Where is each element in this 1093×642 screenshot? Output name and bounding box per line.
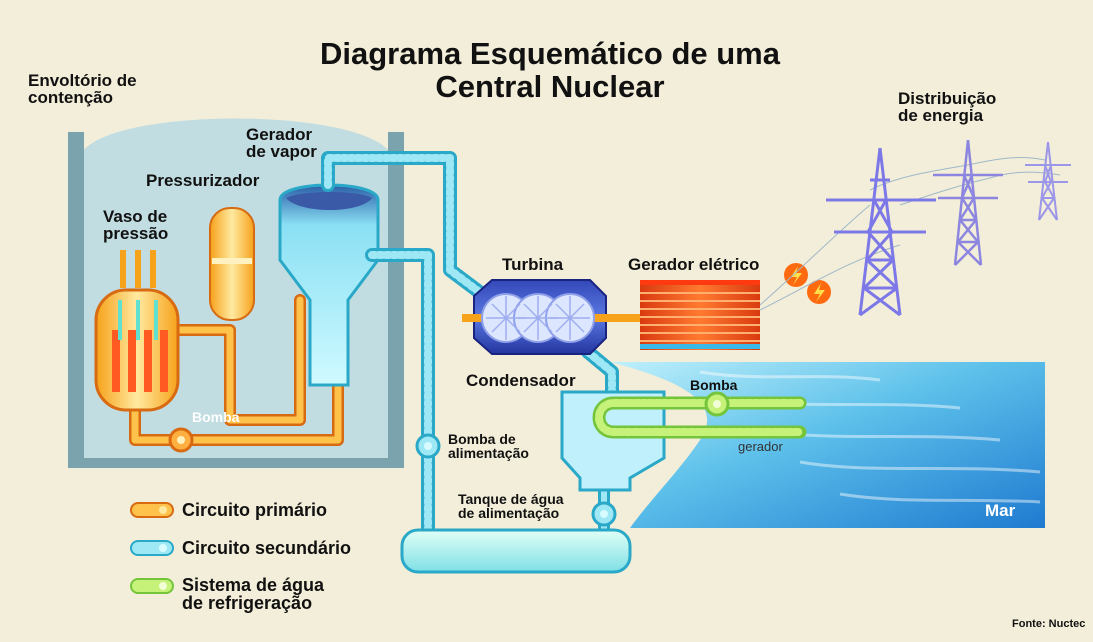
steam-generator-label: Gerador de vapor bbox=[246, 125, 317, 161]
cooling-water-pipes bbox=[592, 396, 807, 439]
title-line-2: Central Nuclear bbox=[435, 68, 665, 104]
transmission-tower bbox=[1025, 141, 1071, 221]
page-title: Diagrama Esquemático de uma Central Nucl… bbox=[250, 36, 850, 104]
feed-water-tank bbox=[400, 528, 632, 574]
electric-generator-label: Gerador elétrico bbox=[628, 255, 760, 274]
legend-item-secondary: Circuito secundário bbox=[130, 535, 351, 561]
turbine-label: Turbina bbox=[502, 255, 564, 274]
legend-label: Circuito secundário bbox=[182, 538, 352, 558]
pressure-vessel bbox=[94, 250, 180, 412]
generator-small-label: gerador bbox=[738, 439, 783, 454]
pressure-vessel-label: Vaso de pressão bbox=[103, 207, 169, 243]
primary-pump-label: Bomba bbox=[192, 409, 240, 425]
tank-pump bbox=[591, 501, 617, 527]
feed-pump-label: Bomba de alimentação bbox=[448, 431, 529, 461]
transmission-tower bbox=[933, 139, 1003, 266]
lightning-icon bbox=[784, 263, 808, 287]
cooling-swatch bbox=[130, 578, 174, 594]
primary-swatch bbox=[130, 502, 174, 518]
condenser bbox=[560, 390, 666, 492]
distribution-label: Distribuição de energia bbox=[898, 89, 997, 125]
condenser-label: Condensador bbox=[466, 371, 576, 390]
electric-generator bbox=[640, 280, 760, 350]
pressurizer-label: Pressurizador bbox=[146, 171, 260, 190]
cooling-pump-label: Bomba bbox=[690, 377, 738, 393]
feed-tank-label: Tanque de água de alimentação bbox=[458, 491, 564, 521]
transmission-tower bbox=[826, 147, 936, 317]
pressurizer bbox=[209, 207, 255, 321]
cooling-pump bbox=[704, 391, 730, 417]
legend-label: Circuito primário bbox=[182, 500, 328, 520]
primary-pump bbox=[168, 427, 194, 453]
title-line-1: Diagrama Esquemático de uma bbox=[320, 36, 780, 71]
steam-generator bbox=[278, 183, 380, 387]
legend-item-primary: Circuito primário bbox=[130, 497, 327, 523]
sea-waves bbox=[699, 370, 1041, 504]
feed-pump bbox=[415, 433, 441, 459]
containment-label: Envoltório de contenção bbox=[28, 71, 137, 107]
source-label: Fonte: Nuctec bbox=[1012, 618, 1086, 630]
legend-label: Sistema de água de refrigeração bbox=[182, 575, 325, 613]
power-lines bbox=[759, 157, 1061, 311]
sea-label: Mar bbox=[985, 501, 1016, 520]
turbine bbox=[462, 279, 662, 355]
lightning-icon bbox=[807, 280, 831, 304]
secondary-swatch bbox=[130, 540, 174, 556]
legend-item-cooling: Sistema de água de refrigeração bbox=[130, 576, 324, 616]
sea-area bbox=[610, 362, 1045, 528]
